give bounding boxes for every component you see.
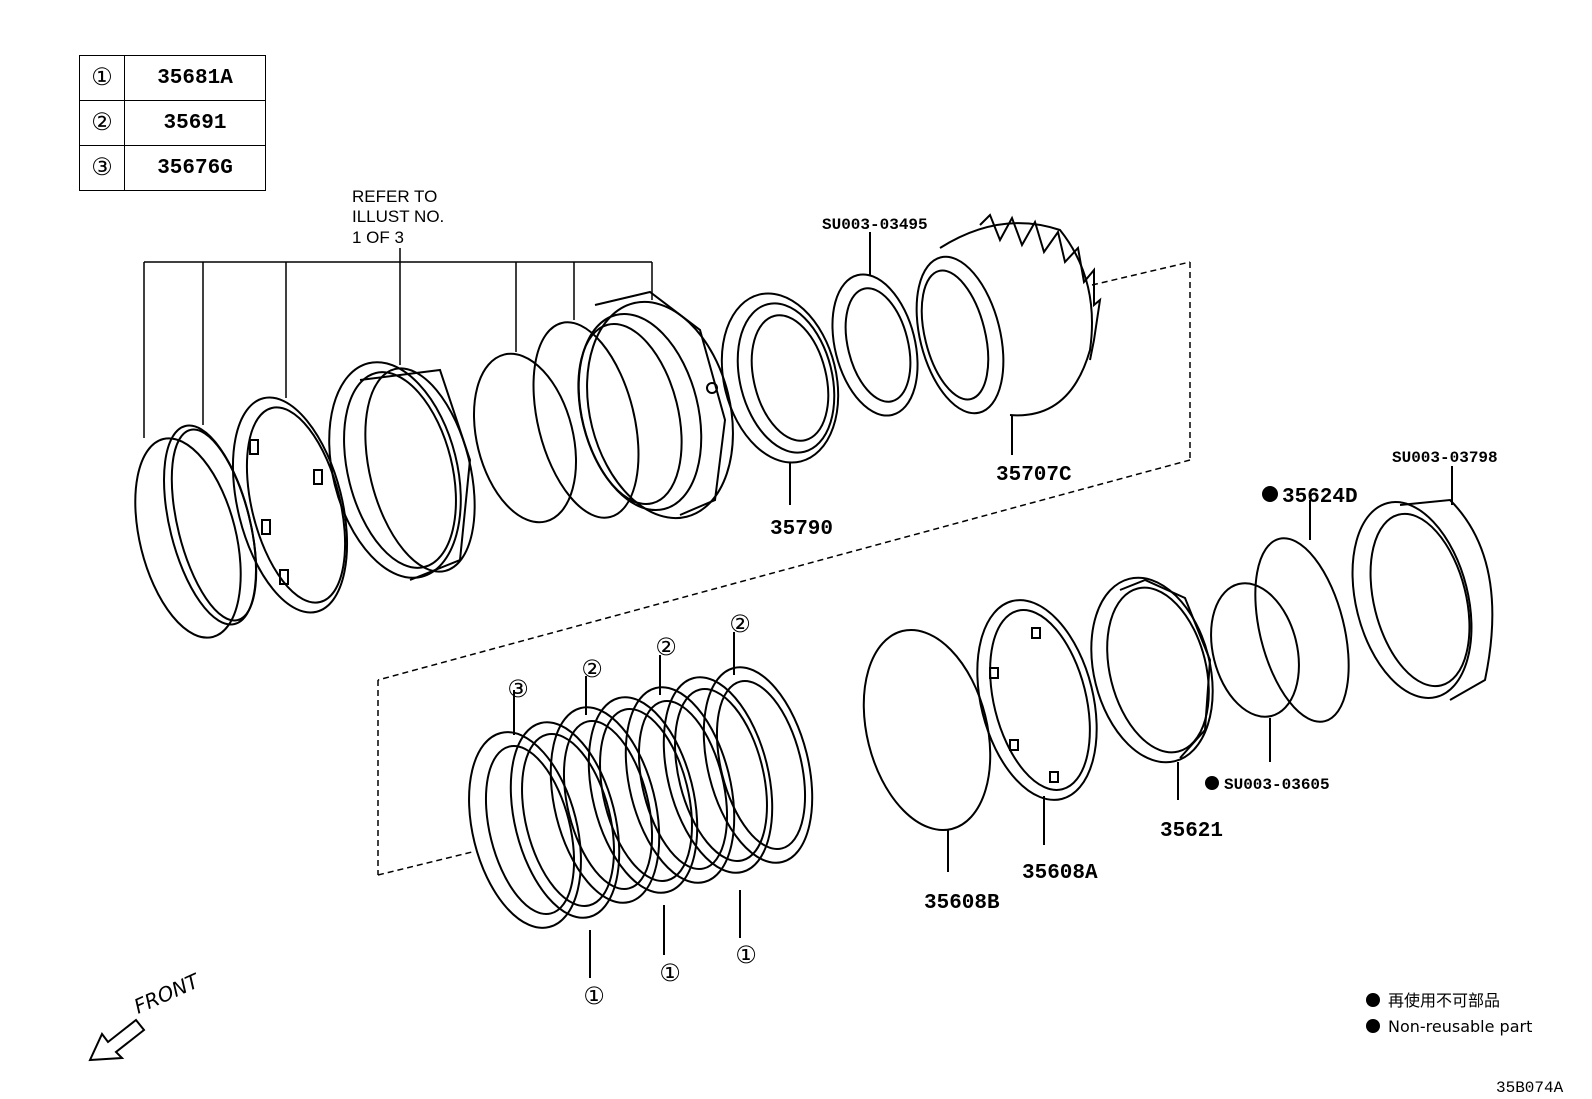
non-reusable-marker-icon — [1366, 993, 1380, 1007]
spring-retainer-35608A — [976, 599, 1098, 845]
part-label-SU003-03495: SU003-03495 — [822, 216, 928, 234]
one-way-clutch — [720, 292, 840, 505]
legend-row: ③ 35676G — [79, 145, 266, 191]
part-label-35621: 35621 — [1160, 820, 1223, 843]
callout-2: ② — [581, 655, 603, 683]
legend-part-number: 35691 — [124, 100, 266, 146]
clutch-plate-2 — [549, 676, 661, 904]
part-label-SU003-03798: SU003-03798 — [1392, 449, 1498, 467]
snap-ring-35608B — [862, 628, 992, 872]
snap-ring-left — [134, 437, 242, 639]
part-label-SU003-03605: SU003-03605 — [1224, 776, 1330, 794]
refer-text-line1: REFER TO — [352, 187, 437, 206]
clutch-plate-2 — [702, 632, 814, 864]
group-dashed-outline — [377, 261, 1191, 876]
refer-text-line3: 1 OF 3 — [352, 228, 404, 247]
legend-row: ① 35681A — [79, 55, 266, 101]
legend-number: ① — [79, 55, 125, 101]
o-ring-SU003-03605 — [1210, 582, 1300, 762]
part-label-35624D: 35624D — [1282, 486, 1358, 509]
callout-2: ② — [655, 633, 677, 661]
part-label-35608A: 35608A — [1022, 862, 1098, 885]
o-ring-35624D — [1254, 500, 1350, 723]
legend-table: ① 35681A ② 35691 ③ 35676G — [79, 55, 266, 191]
note-japanese: 再使用不可部品 — [1388, 991, 1500, 1010]
legend-part-number: 35681A — [124, 55, 266, 101]
spring-retainer — [231, 396, 349, 614]
o-ring-2 — [532, 321, 640, 519]
callout-1: ① — [583, 982, 605, 1010]
legend-part-number: 35676G — [124, 145, 266, 191]
friction-disc-1 — [662, 676, 774, 938]
non-reusable-marker-icon — [1205, 776, 1219, 790]
part-label-35790: 35790 — [770, 518, 833, 541]
diagram-code: 35B074A — [1496, 1079, 1564, 1097]
o-ring-1 — [472, 352, 578, 524]
legend-row: ② 35691 — [79, 100, 266, 146]
snap-ring-left-2 — [163, 424, 258, 626]
callout-3: ③ — [507, 675, 529, 703]
part-label-35707C: 35707C — [996, 464, 1072, 487]
refer-text-line2: ILLUST NO. — [352, 207, 444, 226]
callout-1: ① — [659, 959, 681, 987]
clutch-plate-3 — [468, 690, 582, 929]
thrust-bearing — [831, 232, 919, 417]
note-english: Non-reusable part — [1388, 1017, 1532, 1036]
non-reusable-marker-icon — [1262, 486, 1278, 502]
callout-2: ② — [729, 610, 751, 638]
friction-disc-1 — [587, 696, 699, 955]
callout-1: ① — [735, 941, 757, 969]
piston-35621 — [1090, 576, 1214, 800]
refer-bracket — [143, 248, 653, 438]
clutch-piston — [328, 361, 476, 581]
non-reusable-marker-icon — [1366, 1019, 1380, 1033]
friction-disc-1 — [509, 721, 621, 978]
front-arrow-icon — [88, 1018, 146, 1062]
seal-SU003-03798 — [1351, 466, 1494, 701]
gear-drum — [915, 213, 1102, 455]
front-label: FRONT — [130, 968, 204, 1018]
clutch-drum — [577, 290, 734, 520]
part-label-35608B: 35608B — [924, 892, 1000, 915]
